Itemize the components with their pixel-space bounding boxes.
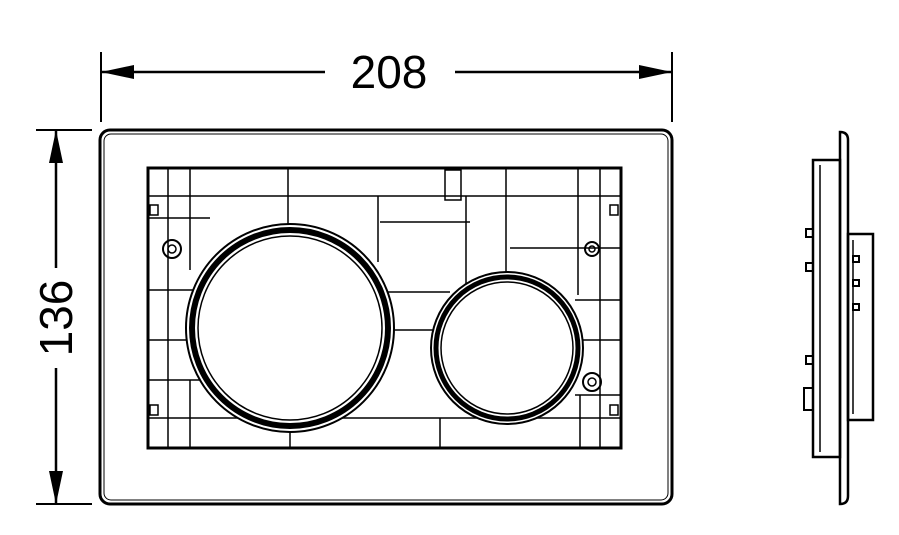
screw-hole-top-right bbox=[584, 241, 600, 257]
height-arrow-top bbox=[49, 130, 63, 163]
large-flush-button bbox=[185, 223, 395, 433]
side-button-profile bbox=[846, 232, 875, 422]
side-view bbox=[803, 130, 875, 506]
width-dimension-label: 208 bbox=[351, 46, 428, 98]
screw-hole-bottom-right bbox=[582, 372, 602, 392]
side-frame-body bbox=[811, 158, 842, 459]
screw-hole-top-left bbox=[162, 239, 182, 259]
small-flush-button bbox=[430, 271, 584, 425]
plate-inner-edge bbox=[103, 133, 669, 501]
side-plate-face bbox=[838, 130, 850, 506]
frame-ribs bbox=[148, 168, 621, 448]
height-dimension-label: 136 bbox=[30, 280, 82, 357]
plate-outer-edge bbox=[98, 128, 674, 506]
frame-opening bbox=[146, 166, 623, 450]
front-view bbox=[98, 128, 674, 506]
width-arrow-left bbox=[101, 65, 134, 79]
width-arrow-right bbox=[639, 65, 672, 79]
height-arrow-bottom bbox=[49, 471, 63, 504]
height-dimension bbox=[36, 129, 92, 505]
side-clips bbox=[803, 228, 860, 411]
width-dimension bbox=[100, 52, 673, 122]
screw-holes bbox=[162, 239, 602, 392]
